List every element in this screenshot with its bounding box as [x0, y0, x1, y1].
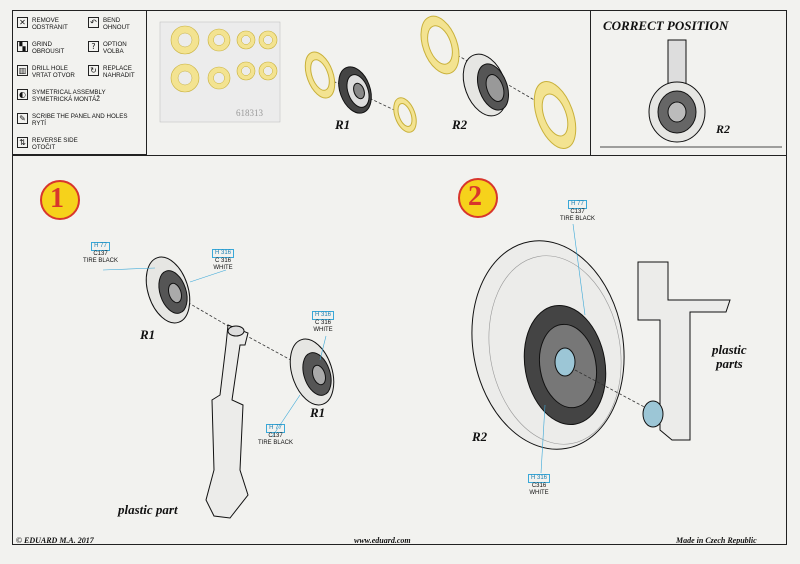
mask-sheet: [159, 21, 281, 123]
wheel-r2-top: [420, 15, 577, 149]
step2-plastic-line1: plastic: [712, 342, 747, 357]
step2-assembly: [471, 240, 731, 450]
label-r2-top: R2: [452, 117, 468, 132]
remove-icon: ✕: [17, 17, 28, 28]
replace-icon: ↻: [88, 65, 99, 76]
bend-icon: ↶: [88, 17, 99, 28]
top-row-divider: [12, 155, 787, 156]
reverse-icon: ⇅: [17, 137, 28, 148]
page-frame: [12, 10, 787, 545]
correct-position-title: CORRECT POSITION: [603, 18, 729, 33]
grind-icon: ▚: [17, 41, 28, 52]
step1-plastic-part: plastic part: [118, 502, 178, 517]
correct-position-wheel: [600, 39, 782, 148]
step2-plastic-line2: parts: [716, 356, 743, 371]
step1-number: 1: [50, 183, 64, 214]
footer-made-in: Made in Czech Republic: [676, 536, 757, 545]
scribe-icon: ✎: [17, 113, 28, 124]
step2-label-r2: R2: [472, 429, 488, 444]
symmetry-icon: ◐: [17, 89, 28, 100]
step1-assembly: [145, 256, 335, 519]
correct-position-divider: [590, 10, 591, 155]
drill-icon: ▥: [17, 65, 28, 76]
step2-badge: [458, 178, 498, 218]
step1-label-r1-left: R1: [140, 327, 156, 342]
label-r1-top: R1: [335, 117, 351, 132]
question-icon: ?: [88, 41, 99, 52]
footer-website: www.eduard.com: [354, 536, 411, 545]
correct-position-label: R2: [716, 122, 731, 136]
mask-sheet-code: 618313: [236, 108, 263, 118]
step2-number: 2: [468, 181, 482, 212]
step1-label-r1-right: R1: [310, 405, 326, 420]
footer-copyright: © EDUARD M.A. 2017: [16, 536, 94, 545]
wheel-r1-top: [304, 51, 417, 133]
step1-badge: [40, 180, 80, 220]
